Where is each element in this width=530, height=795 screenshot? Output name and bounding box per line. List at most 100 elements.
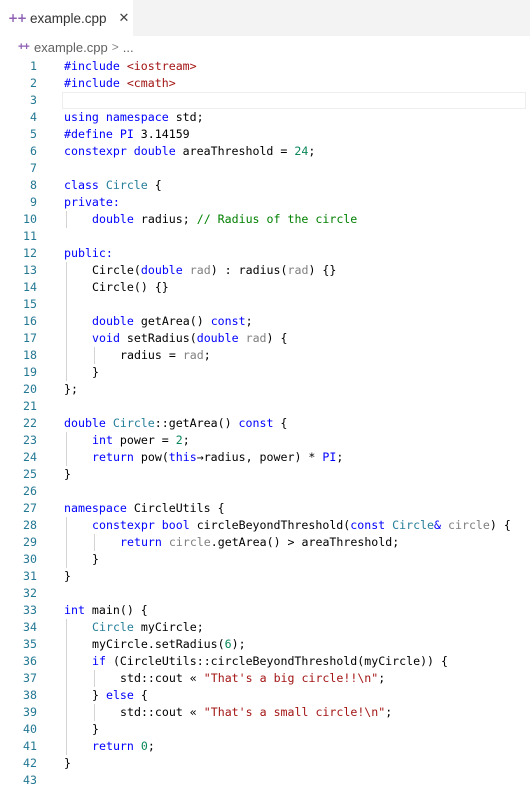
code-text: double getArea() const; <box>92 313 253 330</box>
indent-guide <box>66 364 67 381</box>
code-text: } else { <box>92 687 148 704</box>
indent-guide <box>66 687 67 704</box>
code-token: rad <box>182 348 204 362</box>
code-text: return 0; <box>92 738 155 755</box>
code-token: setRadius( <box>126 331 197 345</box>
code-token: std::cout « <box>120 705 204 719</box>
code-token: return <box>92 739 141 753</box>
code-line[interactable]: 42} <box>0 755 530 772</box>
code-text: #include <cmath> <box>64 75 176 92</box>
code-line[interactable]: 29 return circle.getArea() > areaThreshol… <box>0 534 530 551</box>
code-token: ) { <box>266 331 288 345</box>
code-token: <cmath> <box>126 76 176 90</box>
code-text: return circle.getArea() > areaThreshold; <box>120 534 399 551</box>
code-token: } <box>64 569 71 583</box>
code-line[interactable]: 1#include <iostream> <box>0 58 530 75</box>
code-token: else <box>105 688 134 702</box>
line-number: 20 <box>23 382 37 396</box>
code-line[interactable]: 20}; <box>0 381 530 398</box>
indent-guide <box>66 347 67 364</box>
breadcrumb-file[interactable]: example.cpp <box>34 39 108 55</box>
code-line[interactable]: 31} <box>0 568 530 585</box>
indent-guide <box>66 432 67 449</box>
code-text: #include <iostream> <box>64 58 197 75</box>
code-line[interactable]: 3 <box>0 92 530 109</box>
line-number: 30 <box>23 552 37 566</box>
code-line[interactable]: 26 <box>0 483 530 500</box>
code-line[interactable]: 32 <box>0 585 530 602</box>
code-line[interactable]: 30} <box>0 551 530 568</box>
line-number: 36 <box>23 654 37 668</box>
code-line[interactable]: 19} <box>0 364 530 381</box>
code-token: constexpr double <box>64 144 183 158</box>
indent-guide <box>66 721 67 738</box>
code-line[interactable]: 21 <box>0 398 530 415</box>
code-text: } <box>64 755 71 772</box>
code-token: pow( <box>140 450 169 464</box>
indent-guide <box>66 330 67 347</box>
tab-example-cpp[interactable]: ++ example.cpp ✕ <box>0 0 133 36</box>
code-line[interactable]: 7 <box>0 160 530 177</box>
code-text: constexpr double areaThreshold = 24; <box>64 143 315 160</box>
code-token: double <box>196 331 246 345</box>
line-number: 17 <box>23 331 37 345</box>
code-token: public: <box>64 246 113 260</box>
line-number: 26 <box>23 484 37 498</box>
code-token: #include <box>64 76 127 90</box>
code-token: const <box>210 314 246 328</box>
code-line[interactable]: 5#define PI 3.14159 <box>0 126 530 143</box>
line-number: 28 <box>23 518 37 532</box>
code-line[interactable]: 43 <box>0 772 530 789</box>
code-line[interactable]: 25} <box>0 466 530 483</box>
code-line[interactable]: 40} <box>0 721 530 738</box>
code-text: using namespace std; <box>64 109 204 126</box>
code-line[interactable]: 15 <box>0 296 530 313</box>
code-line[interactable]: 36 if (CircleUtils::circleBeyondThreshold… <box>0 653 530 670</box>
code-token: 3.14159 <box>133 127 190 141</box>
code-line[interactable]: 2#include <cmath> <box>0 75 530 92</box>
line-number: 29 <box>23 535 37 549</box>
code-text: } <box>92 721 99 738</box>
code-line[interactable]: 11 <box>0 228 530 245</box>
code-token: power = <box>119 433 176 447</box>
indent-guide <box>66 296 67 313</box>
code-token: circle <box>168 535 211 549</box>
close-icon[interactable]: ✕ <box>118 10 130 26</box>
breadcrumb-symbols[interactable]: ... <box>122 39 134 55</box>
code-token: ) {} <box>308 263 337 277</box>
code-token: (CircleUtils::circleBeyondThreshold(myCi… <box>112 654 448 668</box>
code-token: main() { <box>91 603 148 617</box>
code-token: ; <box>203 348 211 362</box>
code-token: constexpr bool <box>92 518 197 532</box>
indent-guide <box>66 534 67 551</box>
line-number: 18 <box>23 348 37 362</box>
indent-guide <box>66 636 67 653</box>
line-number: 37 <box>23 671 37 685</box>
code-text: if (CircleUtils::circleBeyondThreshold(m… <box>92 653 448 670</box>
code-line[interactable]: 38} else { <box>0 687 530 704</box>
code-token: { <box>273 416 288 430</box>
